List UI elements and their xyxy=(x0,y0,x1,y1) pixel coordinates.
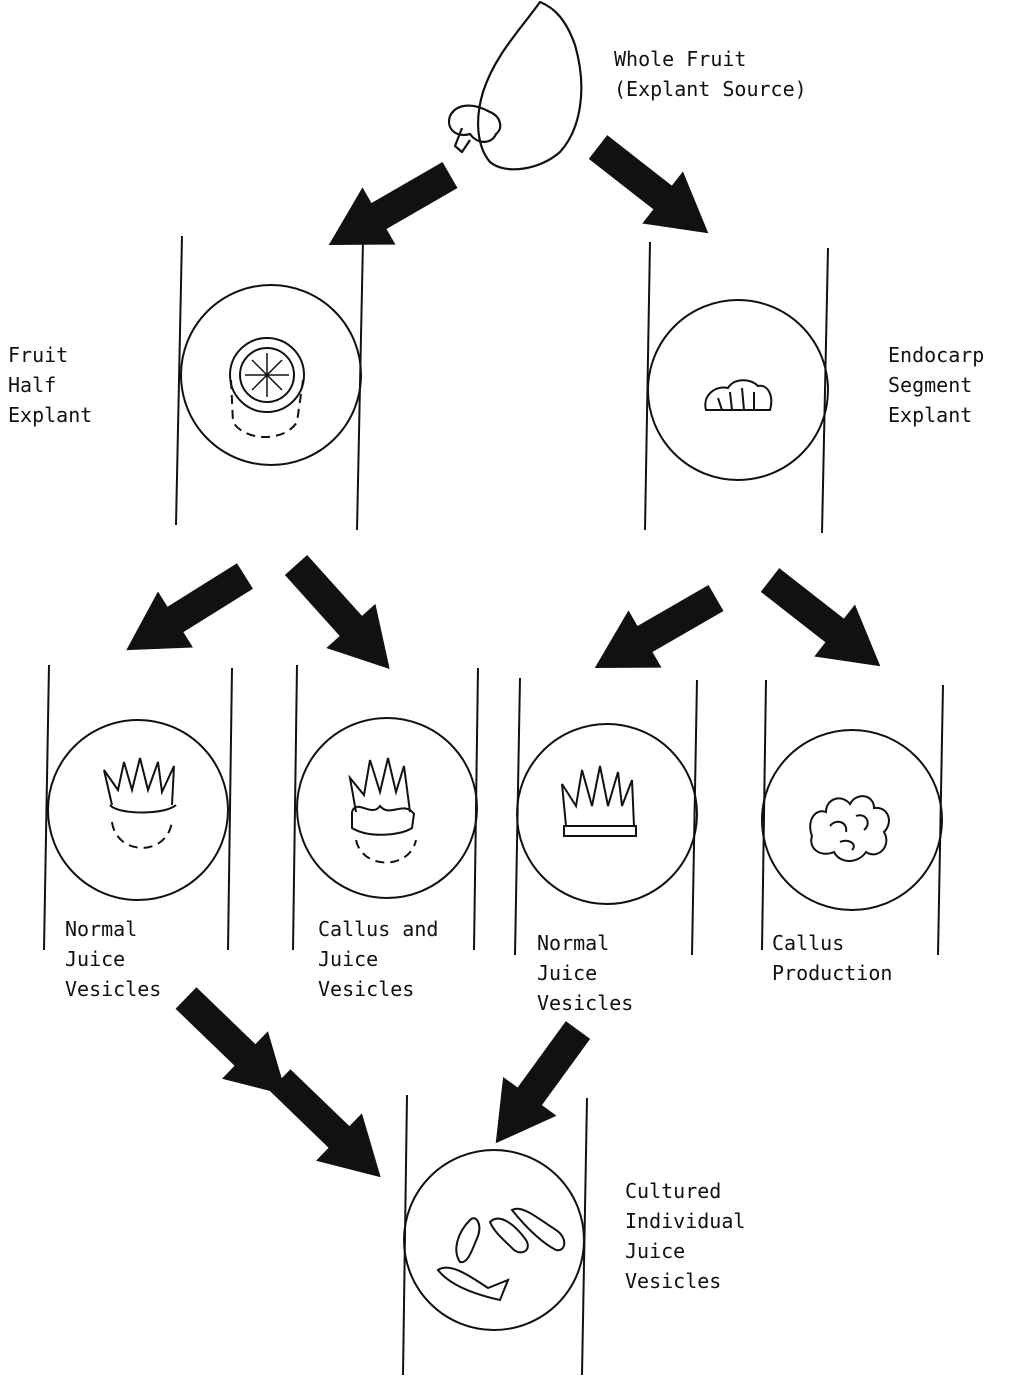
label-line: Vesicles xyxy=(65,977,162,1001)
arrow-whole-to-half xyxy=(312,146,467,274)
label-line: Individual xyxy=(625,1209,746,1233)
label-normal-juice-vesicles-left: Normal Juice Vesicles xyxy=(65,914,161,1004)
cultured-juice-vesicles-icon xyxy=(436,1207,566,1302)
label-line: Juice xyxy=(537,961,598,985)
label-line: Callus and xyxy=(318,917,439,941)
label-line: Vesicles xyxy=(318,977,415,1001)
label-line: Fruit xyxy=(8,343,69,367)
arrow-half-to-callus-juice xyxy=(271,542,415,692)
arrow-half-to-normal xyxy=(108,548,263,679)
tube-endocarp xyxy=(644,241,829,534)
label-line: (Explant Source) xyxy=(614,77,807,101)
label-line: Normal xyxy=(65,917,138,941)
tube-normal-right xyxy=(514,677,698,956)
label-whole-fruit: Whole Fruit (Explant Source) xyxy=(614,44,807,104)
fruit-half-explant-icon xyxy=(229,337,305,438)
label-line: Juice xyxy=(65,947,126,971)
tube-callus-production xyxy=(761,679,944,956)
arrow-whole-to-endocarp xyxy=(577,120,729,260)
label-line: Whole Fruit xyxy=(614,47,747,71)
label-cultured-individual-juice-vesicles: Cultured Individual Juice Vesicles xyxy=(625,1176,745,1296)
label-line: Endocarp xyxy=(888,343,985,367)
label-line: Normal xyxy=(537,931,610,955)
label-fruit-half-explant: Fruit Half Explant xyxy=(8,340,92,430)
label-line: Segment xyxy=(888,373,973,397)
label-callus-and-juice-vesicles: Callus and Juice Vesicles xyxy=(318,914,438,1004)
label-line: Juice xyxy=(625,1239,686,1263)
label-line: Vesicles xyxy=(625,1269,722,1293)
tube-fruit-half xyxy=(175,235,364,531)
label-endocarp-segment-explant: Endocarp Segment Explant xyxy=(888,340,984,430)
label-callus-production: Callus Production xyxy=(772,928,892,988)
normal-juice-vesicles-right-icon xyxy=(561,765,637,837)
tube-callus-juice xyxy=(292,664,479,951)
label-line: Explant xyxy=(888,403,973,427)
label-line: Half xyxy=(8,373,57,397)
tube-normal-left xyxy=(43,664,233,951)
endocarp-segment-icon xyxy=(704,379,773,411)
label-line: Cultured xyxy=(625,1179,722,1203)
normal-juice-vesicles-icon xyxy=(103,757,177,849)
label-line: Explant xyxy=(8,403,93,427)
label-line: Juice xyxy=(318,947,379,971)
label-normal-juice-vesicles-right: Normal Juice Vesicles xyxy=(537,928,633,1018)
label-line: Callus xyxy=(772,931,845,955)
whole-fruit-icon xyxy=(447,0,583,171)
arrow-endocarp-to-callus xyxy=(749,553,901,693)
label-line: Vesicles xyxy=(537,991,634,1015)
callus-and-juice-vesicles-icon xyxy=(348,757,417,864)
arrow-normal-right-to-cultured xyxy=(469,1010,605,1163)
arrow-endocarp-to-normal xyxy=(578,569,733,697)
tube-cultured xyxy=(402,1094,588,1376)
label-line: Production xyxy=(772,961,893,985)
callus-production-icon xyxy=(809,795,890,862)
